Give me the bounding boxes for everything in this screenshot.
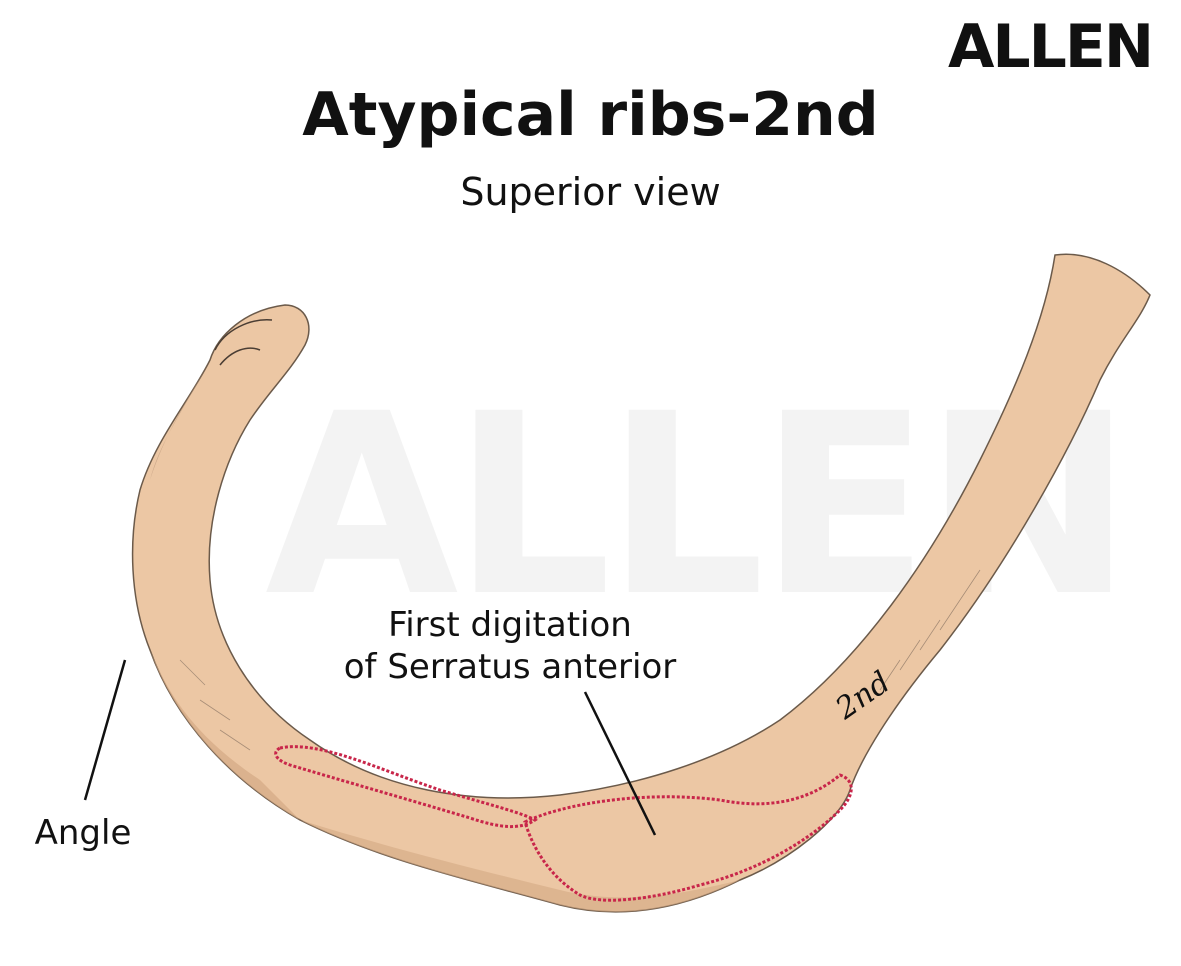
rib-shading-lower [300,820,740,912]
rib-shape [131,253,1151,913]
digitation-label-line2: of Serratus anterior [343,647,677,687]
digitation-label: First digitation of Serratus anterior [300,604,720,688]
allen-logo: ALLEN [948,12,1154,82]
second-digitation-outline [523,773,853,902]
rib-hatching [179,569,981,751]
page-subtitle: Superior view [460,170,721,214]
first-digitation-outline [274,745,538,829]
rib-head-detail [214,319,273,366]
angle-leader-line [83,659,127,801]
digitation-label-line1: First digitation [388,605,632,645]
page-title: Atypical ribs-2nd [302,80,879,150]
digitation-leader-line [583,691,657,836]
angle-label: Angle [34,813,132,853]
